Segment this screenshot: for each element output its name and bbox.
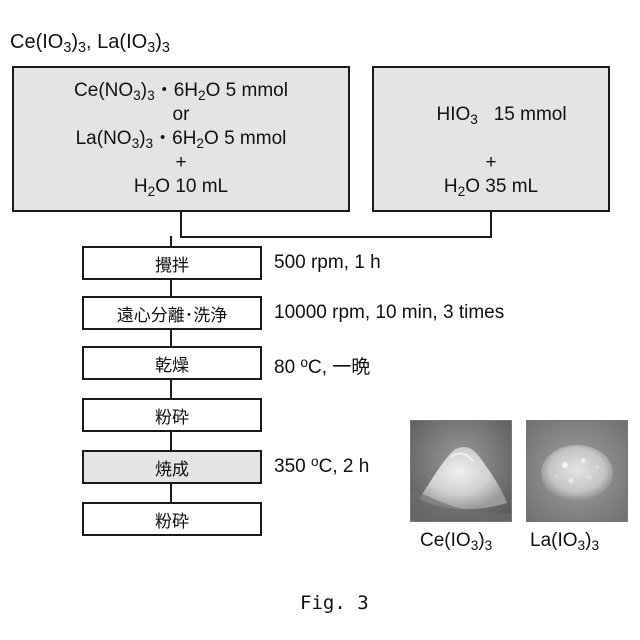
step-drying: 乾燥 [82, 346, 262, 380]
nitrate-la-line: La(NO3)3・6H2O 5 mmol [76, 127, 287, 151]
condition-stirring: 500 rpm, 1 h [274, 252, 381, 274]
ce-iodate-caption: Ce(IO3)3 [420, 530, 492, 552]
figure-label: Fig. 3 [300, 592, 369, 614]
step-stirring: 攪拌 [82, 246, 262, 280]
hio3-line: HIO3 15 mmol [415, 79, 566, 151]
condition-drying: 80 oC, 一晩 [274, 352, 370, 379]
powder-image [527, 421, 627, 521]
title-subscript: 3 [78, 40, 86, 56]
metal-nitrate-box: Ce(NO3)3・6H2O 5 mmol or La(NO3)3・6H2O 5 … [12, 66, 350, 212]
step-grinding-2: 粉砕 [82, 502, 262, 536]
condition-calcination: 350 oC, 2 h [274, 456, 369, 478]
la-iodate-powder-photo [526, 420, 628, 522]
iodic-acid-box: HIO3 15 mmol + H2O 35 mL [372, 66, 610, 212]
connector-left-down [180, 212, 182, 238]
diagram-title: Ce(IO3)3, La(IO3)3 [10, 30, 170, 54]
title-text: ) [155, 31, 162, 53]
connector-horizontal [180, 236, 492, 238]
title-text: , La(IO [86, 31, 147, 53]
connector-right-down [490, 212, 492, 238]
water-line: H2O 35 mL [444, 175, 538, 199]
powder-image [411, 421, 511, 521]
step-calcination: 焼成 [82, 450, 262, 484]
plus-sign: + [175, 151, 186, 175]
nitrate-ce-line: Ce(NO3)3・6H2O 5 mmol [74, 79, 288, 103]
title-subscript: 3 [147, 40, 155, 56]
or-text: or [173, 103, 190, 127]
la-iodate-caption: La(IO3)3 [530, 530, 599, 552]
step-grinding-1: 粉砕 [82, 398, 262, 432]
plus-sign: + [485, 151, 496, 175]
water-line: H2O 10 mL [134, 175, 228, 199]
ce-iodate-powder-photo [410, 420, 512, 522]
title-subscript: 3 [162, 40, 170, 56]
title-text: Ce(IO [10, 31, 63, 53]
condition-centrifuge-wash: 10000 rpm, 10 min, 3 times [274, 302, 504, 324]
step-centrifuge-wash: 遠心分離･洗浄 [82, 296, 262, 330]
